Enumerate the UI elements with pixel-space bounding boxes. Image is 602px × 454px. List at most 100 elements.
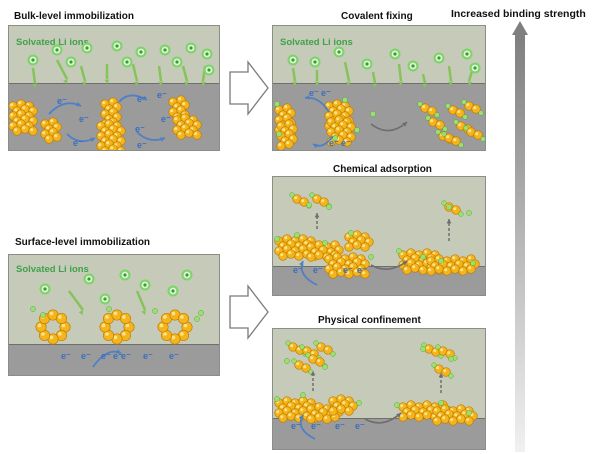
sulfur-highlight (308, 406, 312, 410)
solvated-li-ion (433, 52, 445, 64)
sulfur-highlight (442, 416, 446, 420)
ion-core (337, 50, 341, 54)
sulfur-atom (278, 413, 288, 423)
ion-descent-arrow (371, 71, 377, 84)
sulfur-highlight (450, 418, 454, 422)
sulfur-atom (177, 312, 190, 325)
li-atom (348, 230, 354, 236)
sulfur-highlight (460, 268, 464, 272)
desorption-arrowhead (314, 213, 320, 218)
sulfur-highlight (37, 323, 42, 328)
sulfur-atom (286, 411, 296, 421)
sulfur-highlight (350, 254, 354, 258)
li-site (442, 126, 448, 132)
ion-core (123, 273, 127, 277)
ion-core (55, 48, 59, 52)
sulfur-highlight (308, 254, 312, 258)
ion-core (69, 60, 73, 64)
solvated-li-ion (167, 285, 179, 297)
sulfur-highlight (10, 123, 14, 127)
sulfur-highlight (304, 348, 308, 352)
sulfur-highlight (280, 243, 284, 247)
sulfur-highlight (186, 120, 190, 124)
sulfur-highlight (346, 244, 350, 248)
sulfur-atom (314, 250, 324, 260)
conversion-arrowhead (402, 261, 407, 266)
ion-descent-arrowhead (141, 310, 146, 315)
polysulfide-fragment (425, 115, 448, 132)
sulfur-highlight (314, 196, 318, 200)
li-site (299, 344, 305, 350)
sulfur-highlight (354, 269, 358, 273)
sulfur-highlight (276, 248, 280, 252)
sulfur-atom (352, 240, 362, 250)
electron-label: e⁻ (343, 265, 353, 275)
ion-descent-arrowhead (78, 310, 83, 315)
li-atom (274, 236, 280, 242)
sulfur-highlight (110, 99, 114, 103)
panel-chemical-adsorption: e⁻e⁻e⁻e⁻ (272, 176, 486, 296)
li-site (463, 125, 469, 131)
sulfur-highlight (404, 409, 408, 413)
sulfur-highlight (280, 112, 284, 116)
sulfur-highlight (338, 269, 342, 273)
li-site (305, 352, 311, 358)
solvated-li-ion (121, 56, 133, 68)
li-site (309, 192, 315, 198)
panel-covalent-fixing: Solvated Li ions e⁻e⁻e⁻e⁻ (272, 25, 486, 151)
sulfur-highlight (118, 138, 122, 142)
sulfur-highlight (328, 249, 332, 253)
polysulfide-chain (398, 248, 444, 275)
sulfur-highlight (102, 148, 106, 150)
ion-descent-arrow (343, 61, 351, 82)
ion-descent-arrowhead (81, 81, 87, 86)
sulfur-highlight (102, 101, 106, 105)
sulfur-highlight (280, 415, 284, 419)
sulfur-highlight (334, 403, 338, 407)
li-site (425, 115, 431, 121)
li-site (291, 358, 297, 364)
polysulfide-chain (432, 404, 478, 426)
sulfur-atom (464, 416, 474, 426)
ion-core (171, 289, 175, 293)
sulfur-highlight (316, 404, 320, 408)
ion-descent-arrowhead (201, 81, 206, 86)
sulfur-highlight (183, 323, 188, 328)
polysulfide-chain (276, 119, 298, 150)
li-atom (40, 312, 46, 318)
sulfur-highlight (304, 413, 308, 417)
ion-core (143, 283, 147, 287)
sulfur-highlight (422, 105, 426, 109)
sulfur-highlight (430, 119, 434, 123)
li-atom (420, 346, 426, 352)
electron-label: e⁻ (143, 351, 153, 361)
solvated-li-ion (185, 42, 197, 54)
sulfur-highlight (326, 266, 330, 270)
sulfur-highlight (300, 398, 304, 402)
sulfur-highlight (296, 362, 300, 366)
electron-label: e⁻ (311, 421, 321, 431)
sulfur-highlight (304, 251, 308, 255)
sulfur-atom (448, 416, 458, 426)
scene-physical: e⁻e⁻e⁻e⁻ (274, 340, 478, 440)
ion-descent-arrowhead (467, 81, 473, 86)
polysulfide-fragment (431, 362, 454, 379)
sulfur-highlight (50, 119, 54, 123)
solvated-li-ion (203, 64, 215, 76)
polysulfide-chain (172, 113, 202, 140)
sulfur-highlight (10, 103, 14, 107)
li-site (453, 119, 459, 125)
li-atom (294, 232, 300, 238)
li-atom (284, 358, 290, 364)
electron-label: e⁻ (329, 138, 339, 148)
sulfur-highlight (346, 108, 350, 112)
sulfur-highlight (458, 406, 462, 410)
sulfur-highlight (340, 132, 344, 136)
sulfur-highlight (102, 128, 106, 132)
sulfur-highlight (113, 311, 118, 316)
ion-descent-arrowhead (372, 83, 377, 88)
sulfur-highlight (318, 344, 322, 348)
sulfur-highlight (41, 332, 45, 336)
sulfur-highlight (284, 246, 288, 250)
sulfur-highlight (420, 409, 424, 413)
